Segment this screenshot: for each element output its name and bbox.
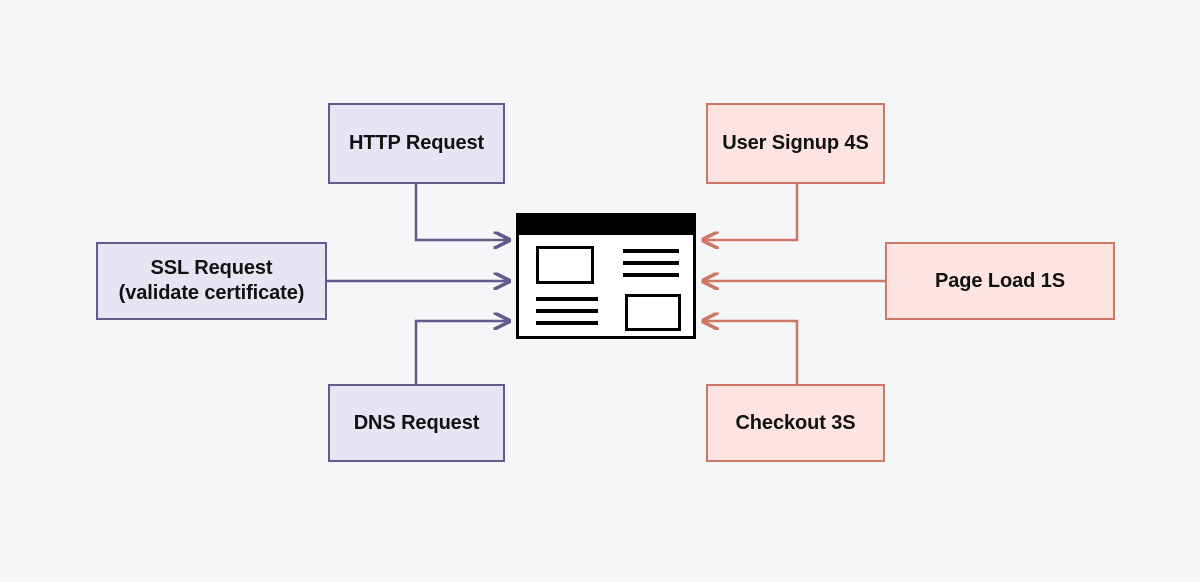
- node-checkout[interactable]: Checkout 3S: [706, 384, 885, 462]
- browser-window-icon: [516, 213, 696, 339]
- node-http-request-label: HTTP Request: [348, 132, 485, 154]
- edge-http-request: [414, 184, 509, 240]
- content-text-line-bottom-left-2: [536, 309, 598, 313]
- browser-titlebar: [519, 216, 693, 235]
- browser-content-area: [519, 235, 693, 336]
- edge-user-signup: [703, 184, 799, 240]
- node-ssl-request[interactable]: SSL Request (validate certificate): [96, 242, 327, 320]
- node-user-signup-label: User Signup 4S: [722, 132, 869, 154]
- content-text-line-bottom-left-1: [536, 297, 598, 301]
- node-ssl-request-label: SSL Request (validate certificate): [118, 257, 305, 304]
- content-text-line-top-right-3: [623, 273, 679, 277]
- edge-dns-request: [414, 321, 509, 384]
- content-text-line-top-right-2: [623, 261, 679, 265]
- node-page-load[interactable]: Page Load 1S: [885, 242, 1115, 320]
- content-image-top-left: [536, 246, 594, 284]
- node-dns-request-label: DNS Request: [353, 411, 480, 434]
- content-text-line-top-right-1: [623, 249, 679, 253]
- content-image-bottom-right: [625, 294, 681, 331]
- node-checkout-label: Checkout 3S: [735, 411, 856, 434]
- node-user-signup[interactable]: User Signup 4S: [706, 103, 885, 184]
- edge-checkout: [703, 321, 799, 384]
- node-dns-request[interactable]: DNS Request: [328, 384, 505, 462]
- node-http-request[interactable]: HTTP Request: [328, 103, 505, 184]
- node-page-load-label: Page Load 1S: [935, 269, 1065, 292]
- content-text-line-bottom-left-3: [536, 321, 598, 325]
